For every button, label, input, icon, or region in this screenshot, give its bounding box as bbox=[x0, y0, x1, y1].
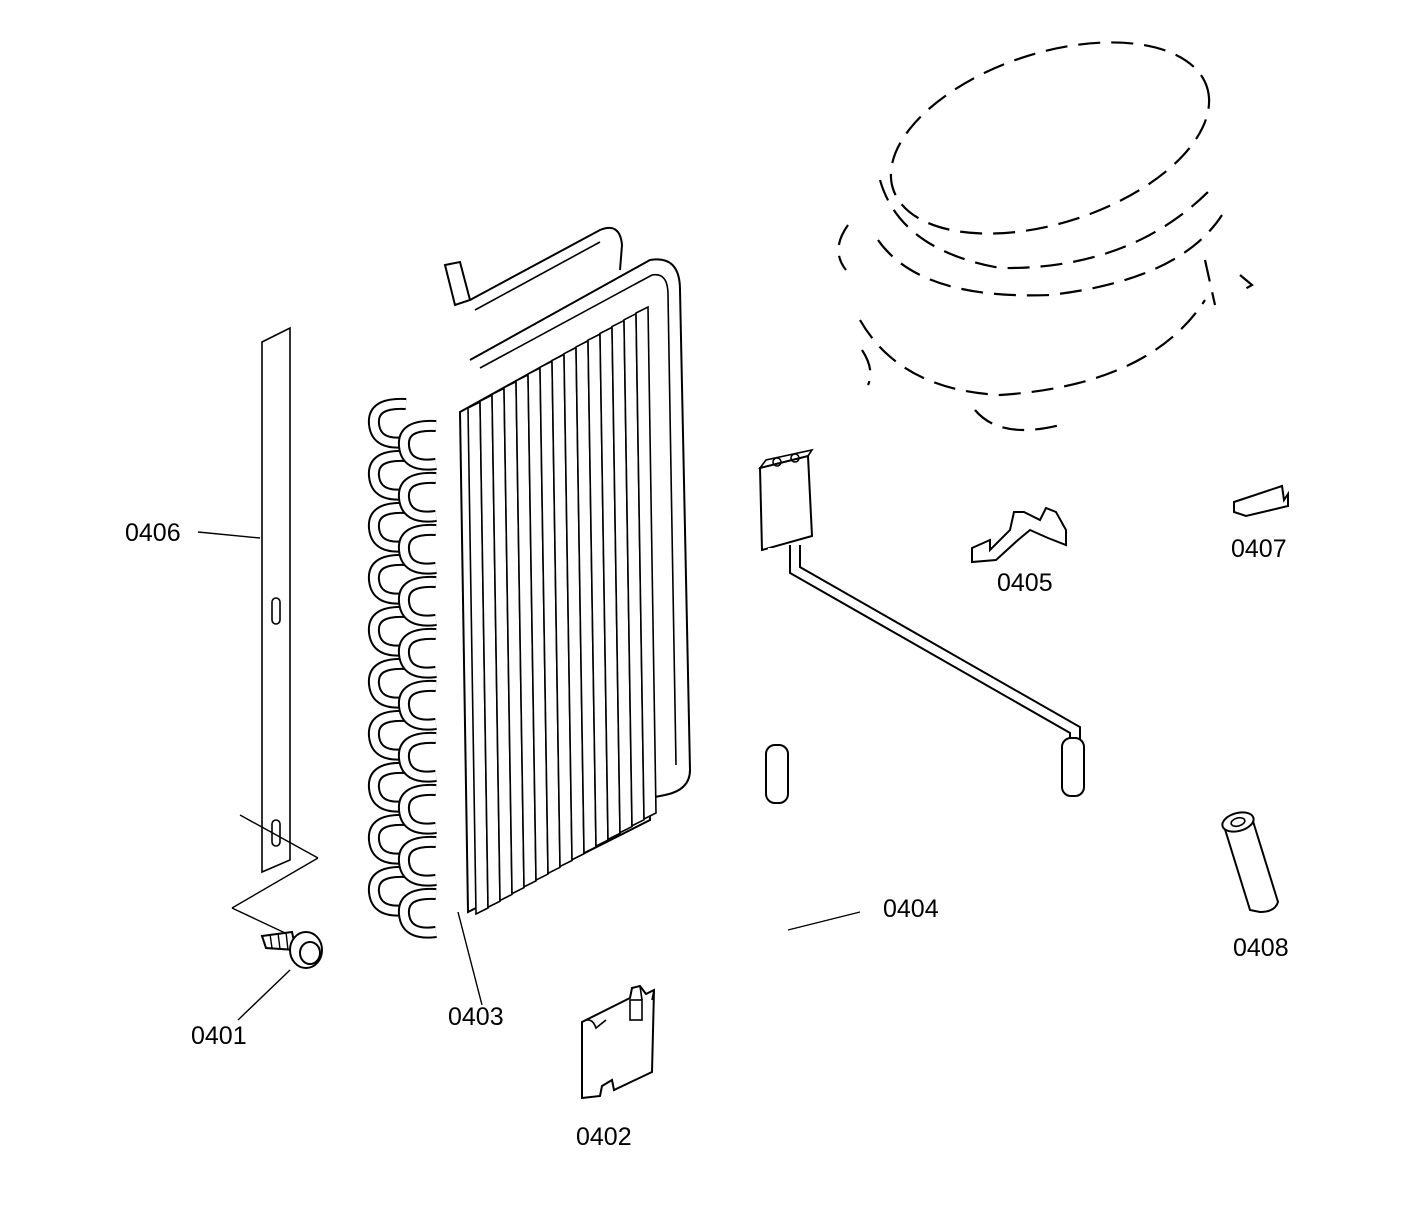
sleeve-part bbox=[1221, 811, 1280, 914]
part-label-0403: 0403 bbox=[448, 1003, 504, 1031]
part-label-0405: 0405 bbox=[997, 569, 1053, 597]
heater-part bbox=[758, 448, 1085, 1202]
part-label-0402: 0402 bbox=[576, 1123, 632, 1151]
compressor-outline bbox=[837, 41, 1254, 432]
screw-part bbox=[237, 930, 323, 1021]
part-label-0404: 0404 bbox=[883, 895, 939, 923]
evaporator-leader bbox=[457, 911, 483, 1006]
part-label-0406: 0406 bbox=[125, 519, 181, 547]
part-label-0401: 0401 bbox=[191, 1022, 247, 1050]
part-label-0407: 0407 bbox=[1231, 535, 1287, 563]
part-label-0408: 0408 bbox=[1233, 934, 1289, 962]
hook-part bbox=[1233, 484, 1289, 518]
screw-leader-lines bbox=[231, 814, 319, 941]
evaporator-fins bbox=[467, 305, 657, 916]
strip-part bbox=[197, 326, 291, 874]
evaporator-coils bbox=[367, 397, 437, 939]
bracket-part bbox=[581, 984, 656, 1100]
clip-part bbox=[971, 506, 1067, 564]
